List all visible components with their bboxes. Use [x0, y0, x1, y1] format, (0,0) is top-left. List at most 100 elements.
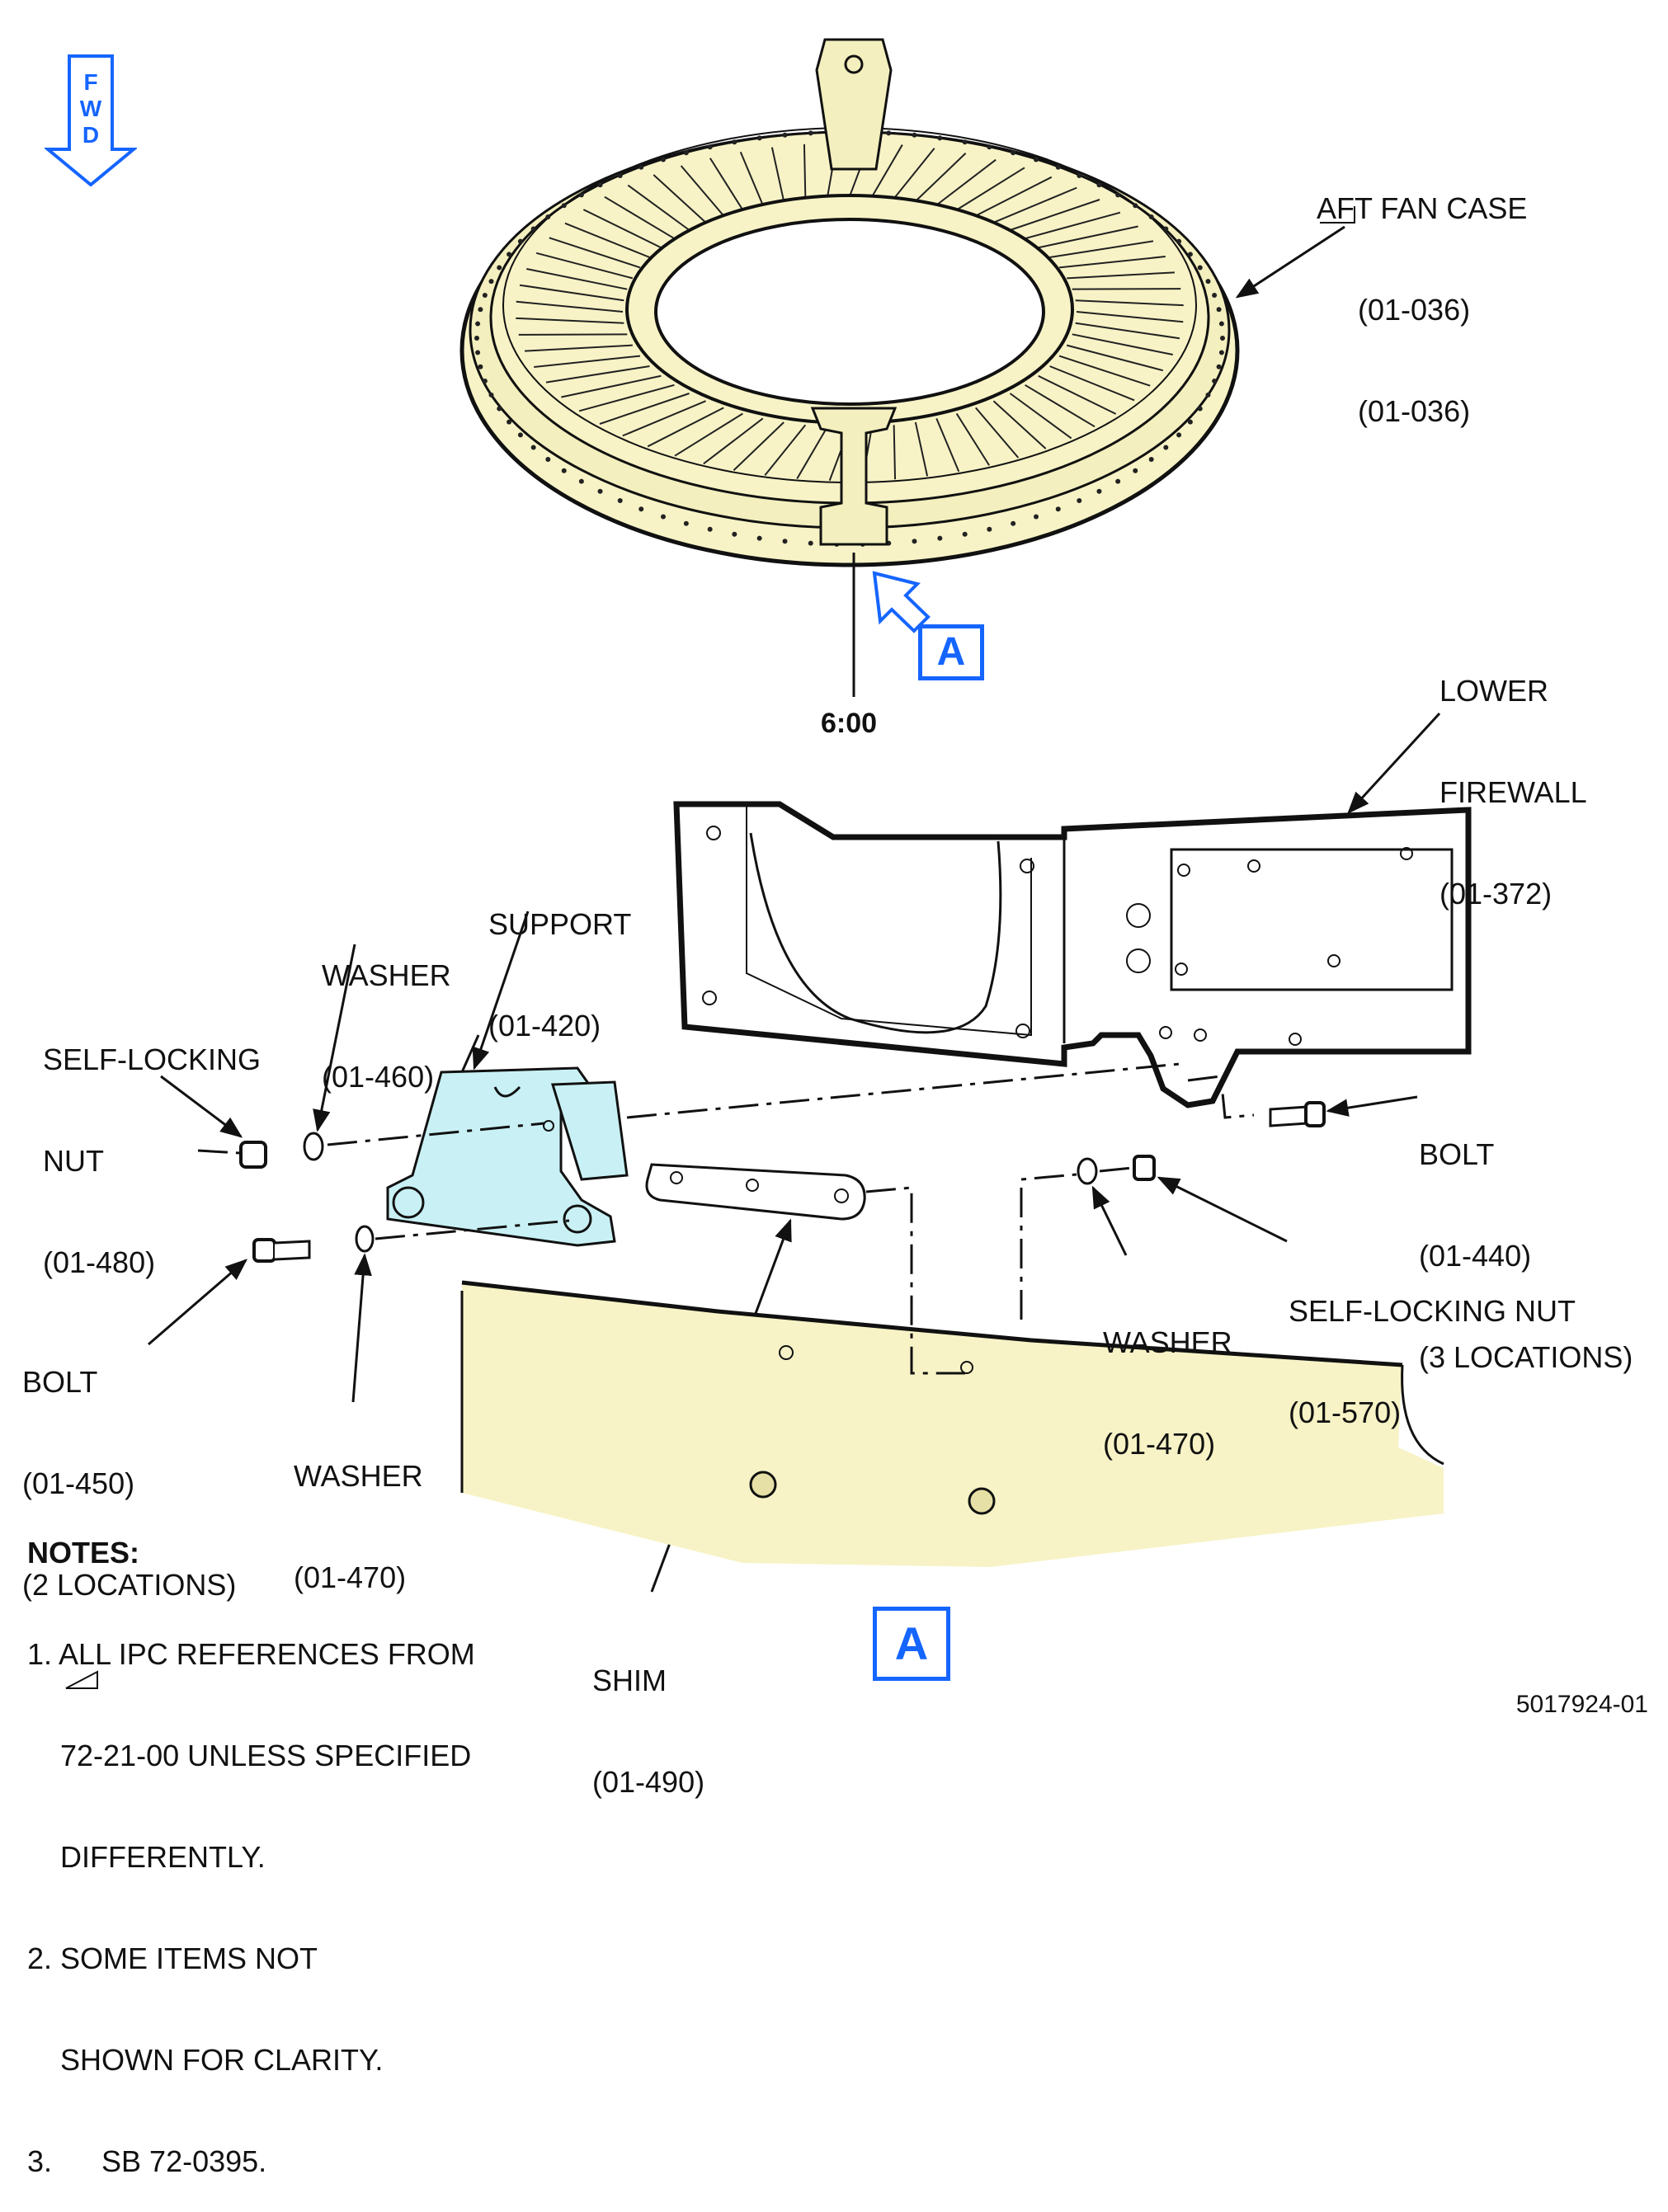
aft-fan-case-ref-delta: (01-036)	[1358, 394, 1471, 428]
lower-firewall-ref: (01-372)	[1439, 877, 1553, 911]
note-line: 2. SOME ITEMS NOT	[27, 1941, 318, 1975]
rim-bolt-dot	[1163, 226, 1169, 232]
rim-bolt-dot	[886, 130, 892, 136]
rim-bolt-dot	[1197, 406, 1203, 412]
rim-bolt-dot	[756, 135, 762, 141]
hardware-leaders	[148, 944, 1418, 1403]
vane-line	[526, 268, 628, 290]
nut-570-ref: (01-570)	[1289, 1395, 1402, 1429]
rim-bolt-dot	[962, 531, 968, 537]
rim-bolt-dot	[517, 238, 523, 244]
rim-bolt-dot	[497, 406, 502, 412]
vane-line	[1049, 240, 1154, 258]
rim-bolt-dot	[488, 392, 494, 398]
vane-line	[1075, 299, 1184, 307]
support-bracket-illustration	[386, 911, 629, 1247]
vane-line	[535, 252, 634, 280]
rim-bolt-dot	[661, 514, 666, 520]
vane-line	[733, 421, 785, 471]
label-bolt-450: BOLT (01-450) (2 LOCATIONS)	[22, 1297, 236, 1635]
rim-bolt-dot	[962, 139, 968, 145]
rim-bolt-dot	[782, 132, 788, 138]
washer-470-left-ref: (01-470)	[294, 1560, 407, 1594]
washer-460-ref: (01-460)	[322, 1060, 435, 1094]
rim-bolt-dot	[987, 526, 992, 532]
vane-line	[518, 333, 628, 336]
rim-bolt-dot	[707, 526, 713, 532]
case-panel-illustration	[460, 1280, 1444, 1567]
bolt-440-ref: (01-440)	[1419, 1239, 1532, 1273]
vane-line	[893, 148, 935, 200]
vane-line	[914, 421, 929, 477]
rim-bolt-dot	[497, 265, 502, 271]
rim-bolt-dot	[1212, 378, 1218, 384]
rim-bolt-dot	[1205, 279, 1211, 285]
notes-title: NOTES:	[27, 1536, 140, 1570]
note-line: SHOWN FOR CLARITY.	[27, 2043, 384, 2077]
label-washer-460: WASHER (01-460)	[322, 891, 451, 1127]
rim-bolt-dot	[1176, 238, 1182, 244]
notes-block: NOTES: 1. ALL IPC REFERENCES FROM 72-21-…	[27, 1468, 475, 2212]
vane-line	[653, 174, 707, 224]
rim-bolt-dot	[1148, 456, 1154, 462]
rim-bolt-dot	[507, 252, 512, 257]
vane-line	[935, 158, 997, 206]
nut-480-line1: SELF-LOCKING	[43, 1042, 262, 1076]
rim-bolt-dot	[1055, 506, 1061, 512]
down-arrow-icon	[43, 54, 139, 187]
vane-line	[674, 412, 743, 457]
rim-bolt-dot	[1133, 468, 1138, 473]
forward-direction-indicator: F W D	[43, 54, 139, 187]
rim-bolt-dot	[1163, 445, 1169, 450]
aft-fan-case-name: AFT FAN CASE	[1317, 191, 1528, 225]
rim-bolt-dot	[545, 456, 551, 462]
vane-line	[1075, 322, 1180, 340]
vane-line	[549, 237, 641, 269]
vane-line	[955, 412, 991, 466]
shim-ref: (01-490)	[592, 1765, 705, 1799]
rim-bolt-dot	[1197, 265, 1203, 271]
detail-a-callout[interactable]: A	[918, 624, 984, 680]
aft-fan-case-ref: (01-036)	[1358, 293, 1471, 327]
rim-bolt-dot	[1011, 520, 1016, 526]
washer-470-right-name: WASHER	[1103, 1325, 1232, 1359]
vane-line	[599, 393, 690, 425]
rim-bolt-dot	[683, 150, 689, 156]
vane-line	[992, 400, 1047, 449]
nut-480-line2: NUT	[43, 1144, 104, 1178]
vane-line	[647, 407, 724, 448]
exploded-view-drawing	[148, 38, 1472, 1593]
rim-bolt-dot	[1055, 164, 1061, 170]
vane-line	[1058, 355, 1151, 387]
rim-bolt-dot	[1176, 432, 1182, 438]
vane-line	[1009, 393, 1072, 440]
label-support: SUPPORT (01-420)	[488, 840, 631, 1076]
vane-line	[545, 365, 650, 384]
vane-line	[871, 144, 903, 198]
vane-line	[578, 384, 675, 412]
label-self-locking-nut-480: SELF-LOCKING NUT (01-480)	[43, 975, 261, 1313]
vane-line	[1025, 211, 1121, 240]
rim-bolt-dot	[478, 307, 483, 313]
vane-line	[1010, 199, 1100, 231]
vane-line	[803, 144, 807, 199]
lower-firewall-line2: FIREWALL	[1439, 775, 1587, 809]
vane-line	[770, 147, 785, 202]
vane-line	[703, 417, 764, 465]
rim-bolt-dot	[517, 432, 523, 438]
rim-bolt-dot	[808, 130, 813, 136]
rim-bolt-dot	[578, 478, 584, 484]
label-washer-470-left: WASHER (01-470)	[294, 1391, 423, 1628]
rim-bolt-dot	[638, 506, 644, 512]
label-bolt-440: BOLT (01-440) (3 LOCATIONS)	[1419, 1070, 1633, 1408]
rim-bolt-dot	[530, 445, 536, 450]
bolt-440-name: BOLT	[1419, 1137, 1495, 1171]
vane-line	[764, 424, 807, 476]
vane-line	[1038, 374, 1117, 415]
vane-line	[935, 417, 960, 473]
rim-bolt-dot	[482, 378, 488, 384]
rim-bolt-dot	[912, 539, 917, 544]
rim-bolt-dot	[478, 364, 483, 369]
support-name: SUPPORT	[488, 907, 632, 941]
nut-480-ref: (01-480)	[43, 1245, 156, 1279]
